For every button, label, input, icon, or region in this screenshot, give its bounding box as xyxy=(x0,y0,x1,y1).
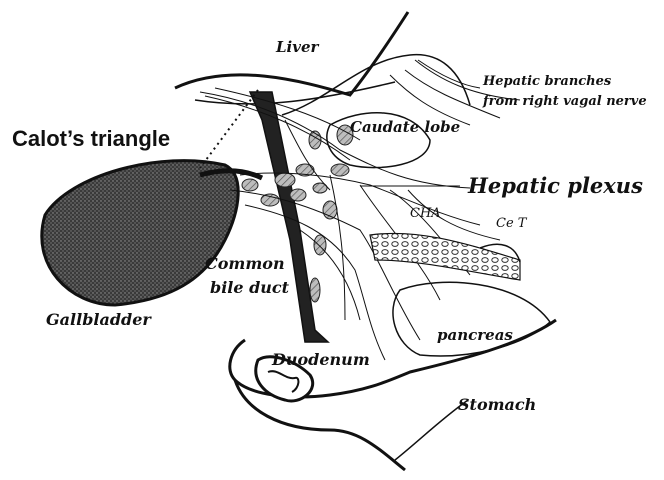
hepatic-branches-leader xyxy=(418,60,480,88)
label-hepatic-branches-2: from right vagal nerve xyxy=(483,94,647,109)
label-hepatic-plexus: Hepatic plexus xyxy=(468,173,643,198)
label-cha: CHA xyxy=(410,206,441,221)
label-gallbladder: Gallbladder xyxy=(46,310,151,329)
label-common-bile-duct-2: bile duct xyxy=(210,278,289,297)
label-duodenum: Duodenum xyxy=(272,350,370,369)
label-calots-triangle: Calot’s triangle xyxy=(12,126,170,152)
pancreas-shape xyxy=(393,282,550,356)
hepatic-duct xyxy=(250,92,328,342)
label-common-bile-duct-1: Common xyxy=(205,254,285,273)
label-ce-t: Ce T xyxy=(496,216,526,231)
label-hepatic-branches-1: Hepatic branches xyxy=(483,74,611,89)
label-liver: Liver xyxy=(276,38,318,56)
common-hepatic-artery xyxy=(370,233,520,280)
label-stomach: Stomach xyxy=(458,395,536,414)
label-caudate-lobe: Caudate lobe xyxy=(350,118,460,136)
label-pancreas: pancreas xyxy=(437,326,513,344)
gallbladder-shape xyxy=(42,161,238,305)
